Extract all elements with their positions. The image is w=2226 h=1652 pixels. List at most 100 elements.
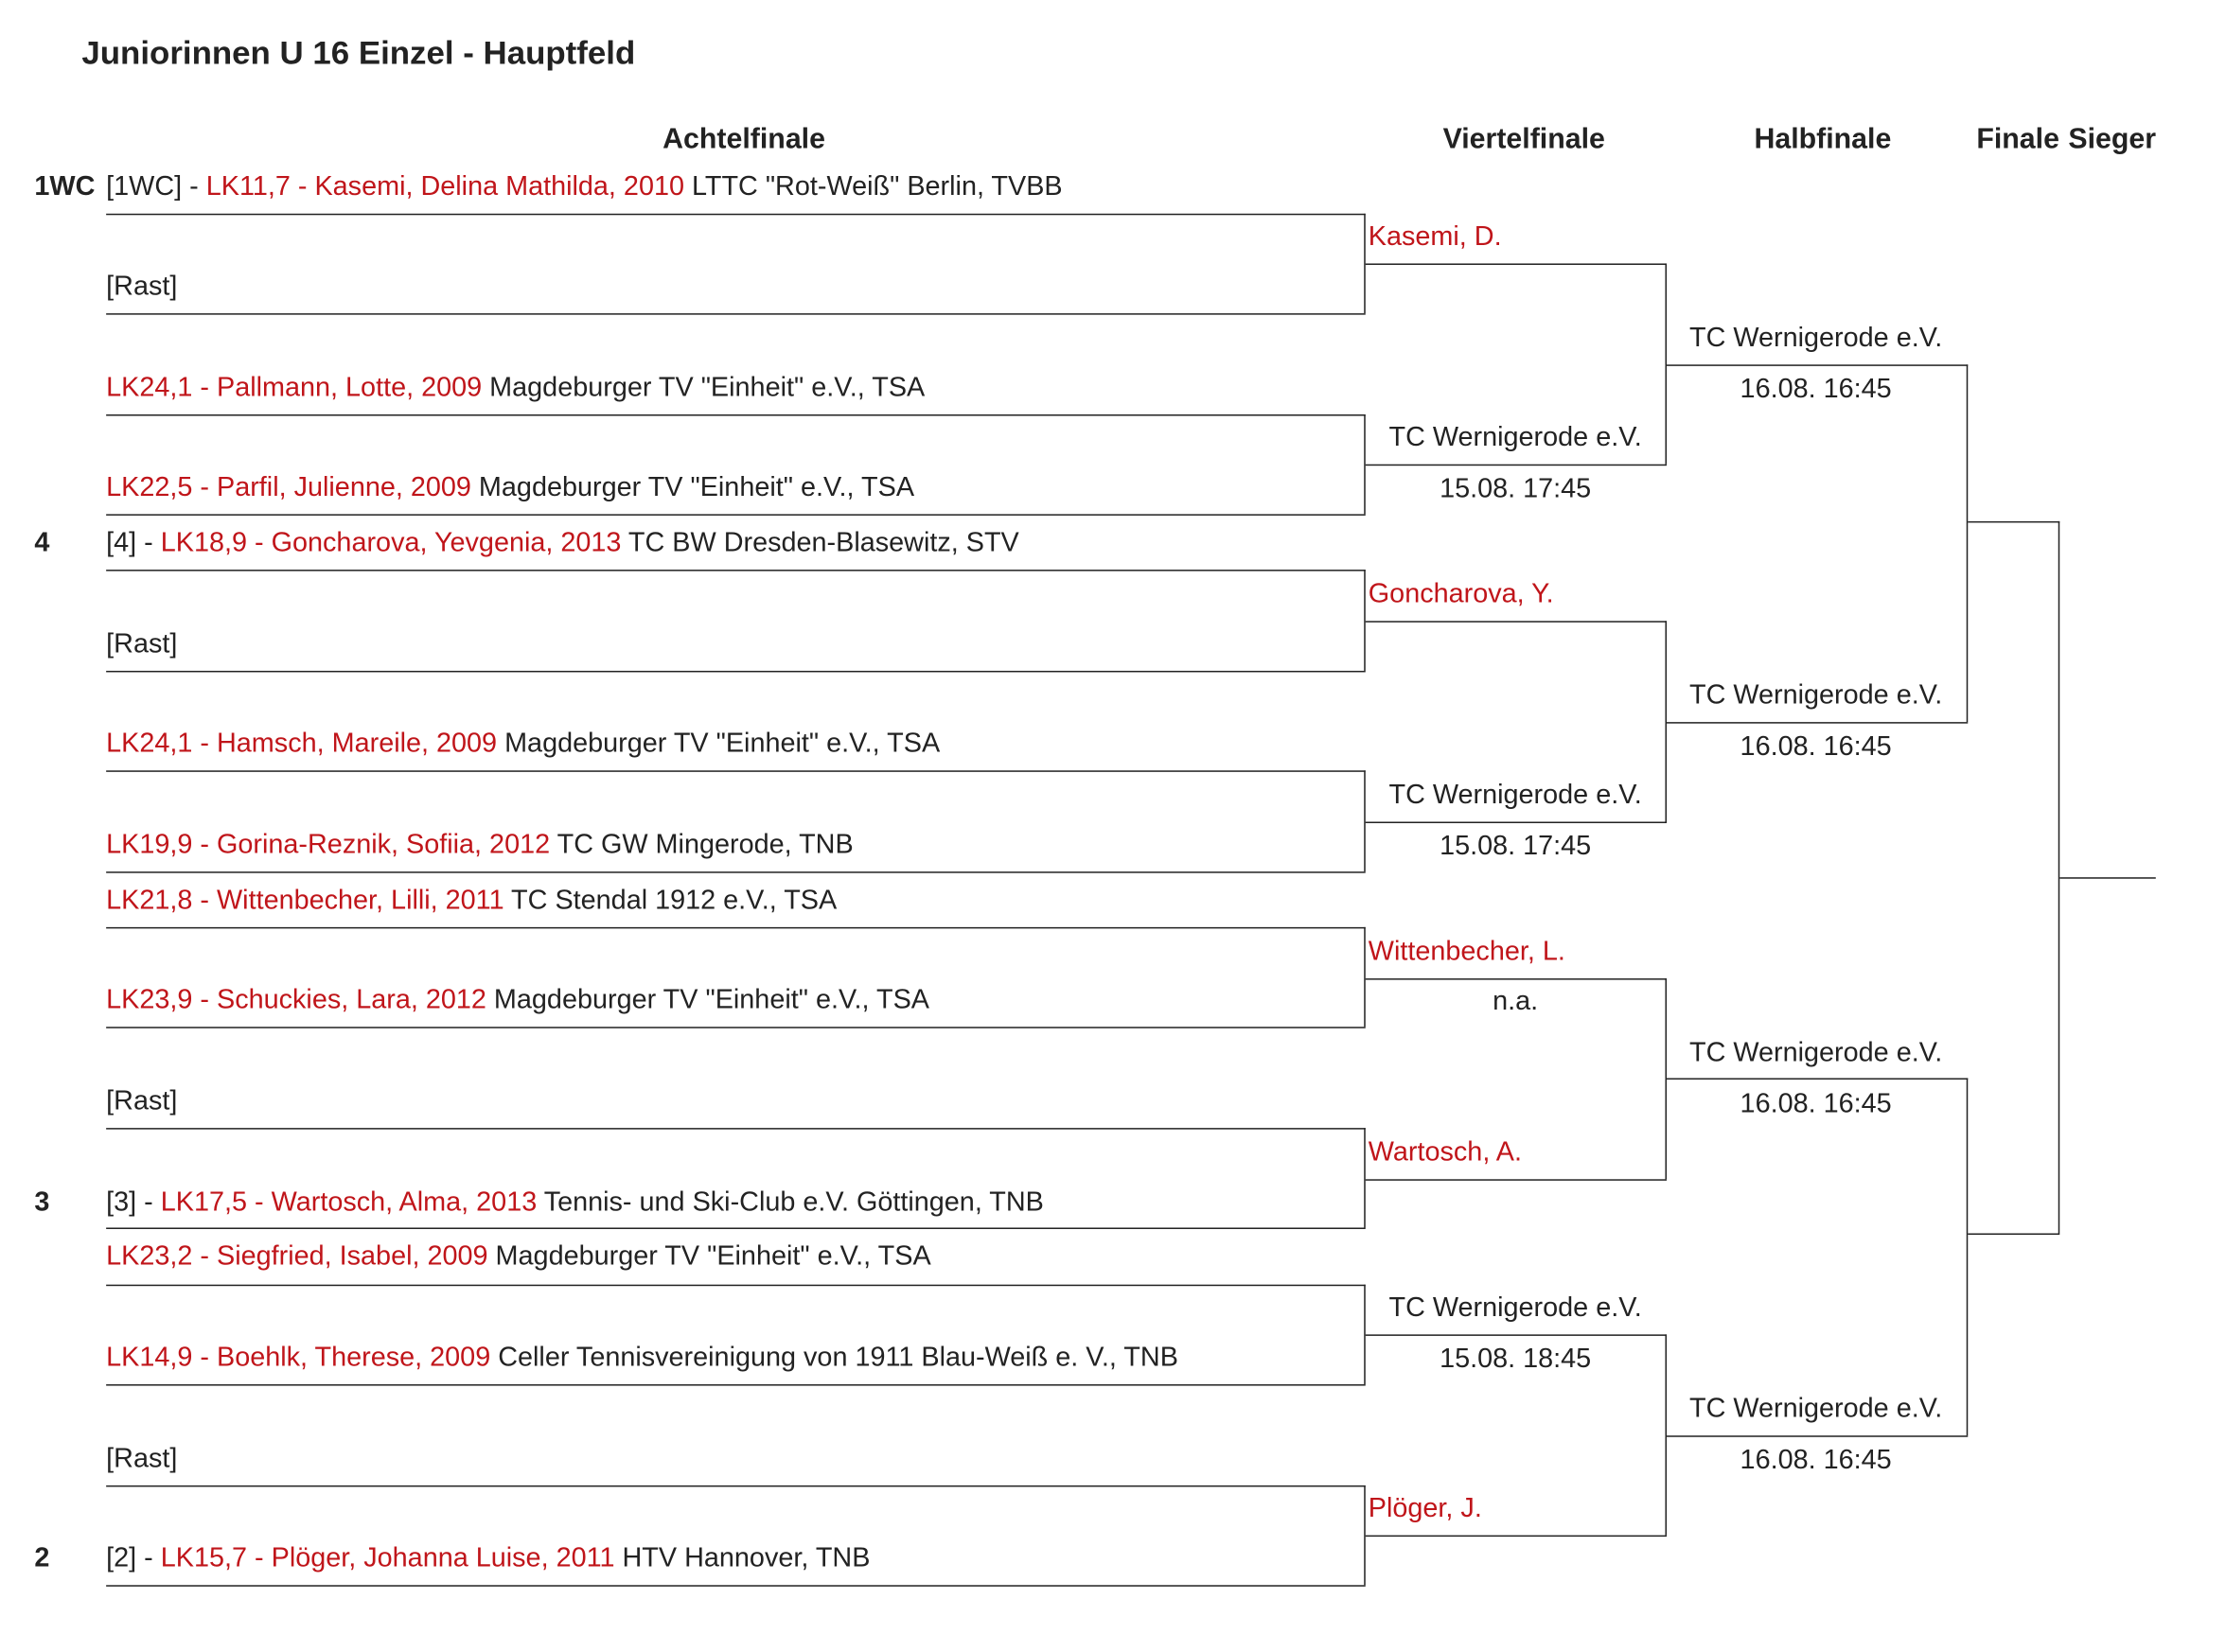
club-name: TC BW Dresden-Blasewitz, STV [621,528,1019,559]
entry-prefix: [1WC] - [106,172,206,202]
player-name: LK24,1 - Pallmann, Lotte, 2009 [106,373,483,403]
player-name: LK24,1 - Hamsch, Mareile, 2009 [106,729,498,760]
qf-winner: Wartosch, A. [1368,1137,1522,1169]
bracket-line-h [106,670,1366,673]
bracket-line-v [1364,770,1366,872]
bracket-line-v [1364,1128,1366,1228]
bracket-line-v [1966,364,1969,723]
bracket-line-h [106,1027,1366,1028]
bracket-line-h [106,414,1366,416]
qf-time: 15.08. 18:45 [1440,1344,1592,1375]
bracket-line-v [1364,213,1366,314]
qf-winner: Plöger, J. [1368,1493,1482,1524]
qf-venue: TC Wernigerode e.V. [1388,780,1642,811]
entry-prefix: [2] - [106,1543,161,1574]
club-name: TC Stendal 1912 e.V., TSA [504,886,838,916]
sf-time: 16.08. 16:45 [1740,731,1892,763]
draw-entry: LK14,9 - Boehlk, Therese, 2009 Celler Te… [106,1342,1178,1376]
draw-entry: [2] - LK15,7 - Plöger, Johanna Luise, 20… [106,1542,870,1576]
club-name: Magdeburger TV "Einheit" e.V., TSA [487,1241,931,1273]
draw-entry: LK19,9 - Gorina-Reznik, Sofiia, 2012 TC … [106,829,854,863]
bracket-line-h [106,1485,1366,1487]
round-header-finale: Finale [1976,123,2059,156]
player-name: LK18,9 - Goncharova, Yevgenia, 2013 [160,528,622,559]
bracket-line-v [2058,520,2060,1234]
player-name: LK21,8 - Wittenbecher, Lilli, 2011 [106,886,504,916]
bye-entry: [Rast] [106,271,177,305]
entry-prefix: [3] - [106,1187,161,1218]
bracket-line-h [2059,877,2156,879]
round-header-viertelfinale: Viertelfinale [1442,123,1605,156]
bracket-line-h [1365,464,1668,466]
player-name: LK17,5 - Wartosch, Alma, 2013 [160,1187,538,1218]
entry-prefix: [Rast] [106,629,178,659]
bracket-line-h [1365,978,1668,980]
bracket-line-h [1365,621,1668,623]
bracket-line-h [1667,364,1969,366]
qf-winner: Goncharova, Y. [1368,579,1554,610]
club-name: Tennis- und Ski-Club e.V. Göttingen, TNB [537,1187,1044,1218]
draw-entry: LK23,2 - Siegfried, Isabel, 2009 Magdebu… [106,1240,931,1274]
round-header-sieger: Sieger [2068,123,2157,156]
bracket-line-h [106,1384,1366,1386]
bracket-line-h [106,871,1366,873]
player-name: LK11,7 - Kasemi, Delina Mathilda, 2010 [205,172,684,202]
draw-entry: LK23,9 - Schuckies, Lara, 2012 Magdeburg… [106,984,929,1018]
sf-time: 16.08. 16:45 [1740,1089,1892,1120]
draw-entry: LK22,5 - Parfil, Julienne, 2009 Magdebur… [106,471,914,505]
club-name: Magdeburger TV "Einheit" e.V., TSA [486,985,930,1016]
draw-entry: LK24,1 - Pallmann, Lotte, 2009 Magdeburg… [106,372,925,406]
entry-prefix: [4] - [106,528,161,559]
bracket-line-h [106,1128,1366,1130]
sf-time: 16.08. 16:45 [1740,1445,1892,1476]
bracket-line-v [1665,263,1668,465]
bracket-line-v [1364,1485,1366,1586]
bye-entry: [Rast] [106,628,177,662]
player-name: LK23,2 - Siegfried, Isabel, 2009 [106,1241,488,1273]
bracket-line-h [106,1227,1366,1229]
seed-label: 1WC [34,172,96,202]
seed-label: 3 [34,1187,50,1218]
bracket-line-h [1667,1078,1969,1080]
bye-entry: [Rast] [106,1443,177,1477]
draw-entry: [1WC] - LK11,7 - Kasemi, Delina Mathilda… [106,171,1063,205]
qf-venue: TC Wernigerode e.V. [1388,423,1642,453]
club-name: Celler Tennisvereinigung von 1911 Blau-W… [490,1343,1178,1374]
sf-time: 16.08. 16:45 [1740,374,1892,405]
bracket-line-h [1365,1535,1668,1538]
qf-time: 15.08. 17:45 [1440,832,1592,862]
entry-prefix: [Rast] [106,1086,178,1117]
seed-label: 2 [34,1543,50,1574]
qf-venue: TC Wernigerode e.V. [1388,1292,1642,1324]
bracket-line-h [106,1585,1366,1587]
qf-winner: Kasemi, D. [1368,221,1502,253]
bracket-line-v [1364,926,1366,1028]
bracket-line-v [1364,414,1366,515]
bracket-line-h [106,313,1366,315]
sf-venue: TC Wernigerode e.V. [1688,680,1943,712]
draw-entry: LK24,1 - Hamsch, Mareile, 2009 Magdeburg… [106,728,940,762]
player-name: LK15,7 - Plöger, Johanna Luise, 2011 [160,1543,615,1574]
bracket-line-h [106,514,1366,516]
bracket-line-v [1966,1078,1969,1436]
round-header-halbfinale: Halbfinale [1754,123,1892,156]
bracket-line-h [106,570,1366,571]
club-name: HTV Hannover, TNB [614,1543,871,1574]
club-name: Magdeburger TV "Einheit" e.V., TSA [470,472,915,503]
player-name: LK14,9 - Boehlk, Therese, 2009 [106,1343,491,1374]
bracket-line-v [1665,621,1668,822]
bracket-line-h [1968,1233,2060,1236]
qf-time: n.a. [1493,987,1539,1017]
bracket-line-v [1364,570,1366,671]
entry-prefix: [Rast] [106,1444,178,1474]
club-name: LTTC "Rot-Weiß" Berlin, TVBB [683,172,1063,202]
seed-label: 4 [34,528,50,559]
bracket-line-h [1365,1334,1668,1336]
bracket-line-v [1665,1334,1668,1536]
bracket-line-h [1667,1435,1969,1437]
bracket-line-h [1968,520,2060,523]
club-name: Magdeburger TV "Einheit" e.V., TSA [482,373,926,403]
player-name: LK22,5 - Parfil, Julienne, 2009 [106,472,471,503]
page-title: Juniorinnen U 16 Einzel - Hauptfeld [81,34,636,72]
player-name: LK23,9 - Schuckies, Lara, 2012 [106,985,486,1016]
